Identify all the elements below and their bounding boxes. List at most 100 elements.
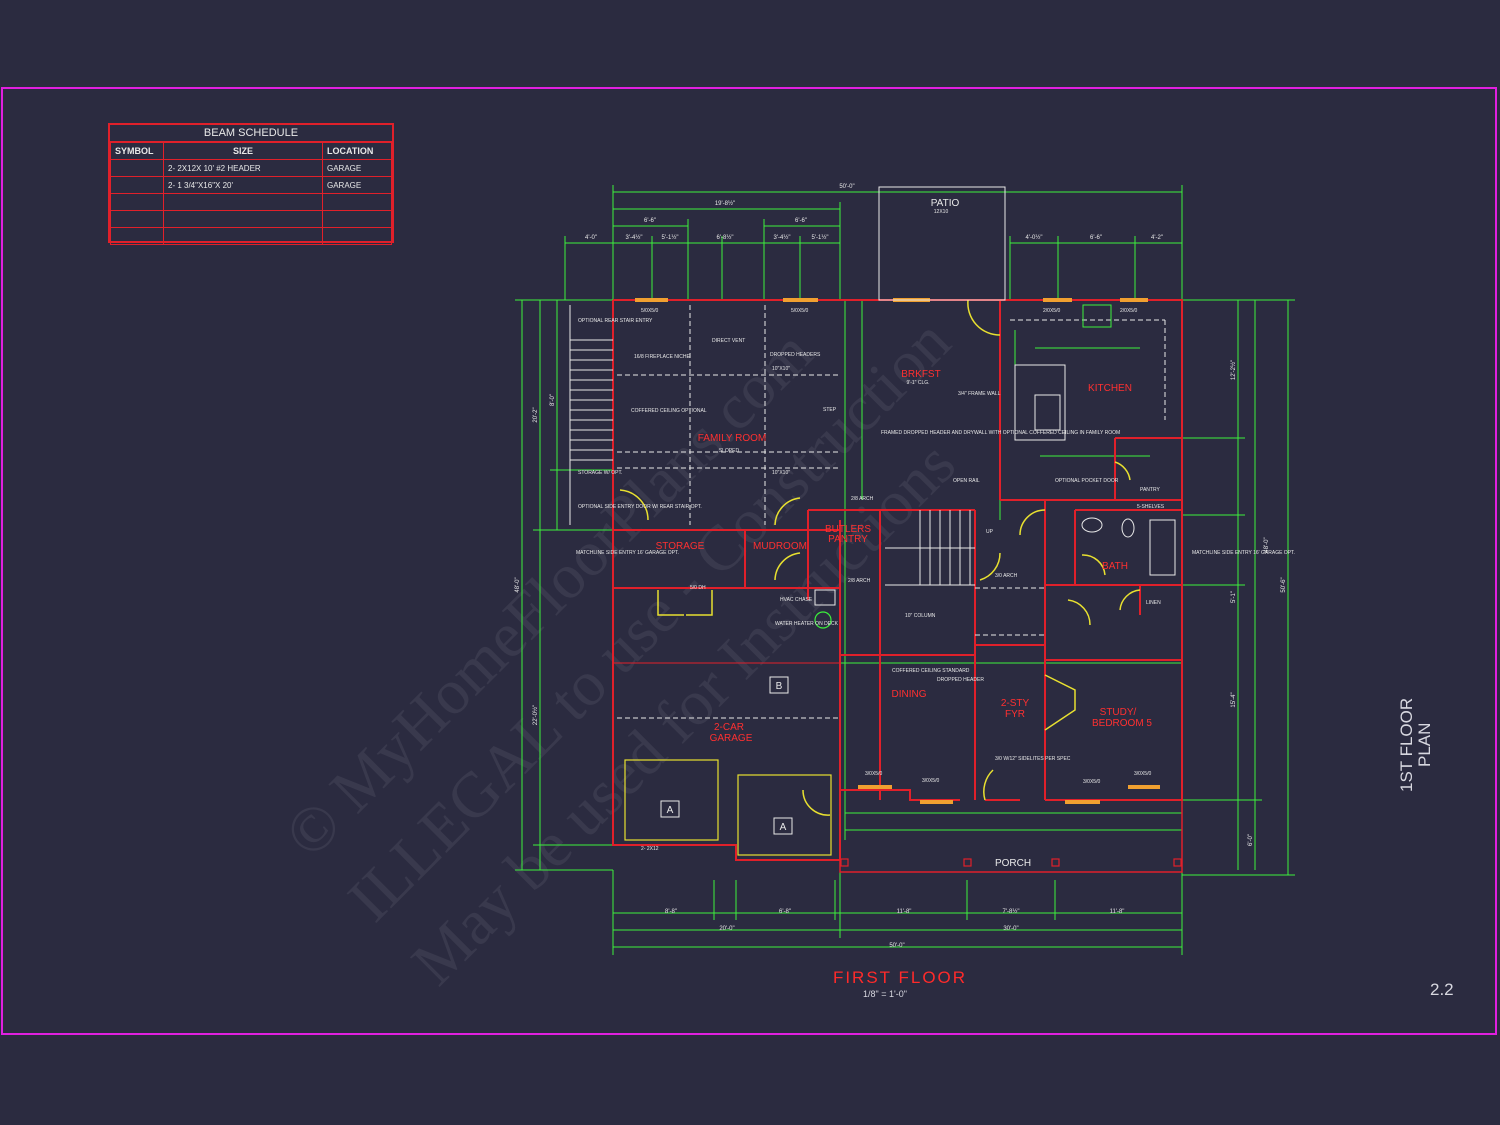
note-storage-opt: STORAGE W/ OPT. bbox=[578, 470, 622, 476]
dim-top-f: 5'-1½" bbox=[662, 234, 679, 241]
dim-top-b: 6'-6" bbox=[644, 218, 656, 224]
dim-bottom-c: 11'-8" bbox=[897, 909, 912, 915]
dim-bottom-a: 8'-8" bbox=[665, 909, 677, 915]
room-label-study: STUDY/ bbox=[1100, 707, 1137, 718]
dim-top-j: 4'-0½" bbox=[1026, 234, 1043, 241]
kitchen-sink bbox=[1034, 394, 1061, 431]
note-optional-pocket: OPTIONAL POCKET DOOR bbox=[1055, 478, 1119, 484]
window-label-5: 3/0X5/0 bbox=[865, 771, 882, 777]
porch-post bbox=[1173, 858, 1182, 867]
dimension-lines bbox=[515, 185, 1295, 955]
note-hvac-chase: HVAC CHASE bbox=[780, 597, 813, 603]
room-label-2sty: 2-STY bbox=[1001, 698, 1030, 709]
window-label-7: 3/0X5/0 bbox=[1083, 779, 1100, 785]
window-label-8: 3/0X5/0 bbox=[1134, 771, 1151, 777]
sheet-border bbox=[1, 87, 1497, 1035]
porch-post bbox=[1051, 858, 1060, 867]
bathtub bbox=[1149, 519, 1176, 576]
dim-right-d: 15'-4" bbox=[1231, 692, 1237, 707]
room-label-fyr: FYR bbox=[1005, 709, 1025, 720]
dim-left-overall: 48'-0" bbox=[515, 577, 521, 592]
room-label-brkfst: BRKFST bbox=[901, 369, 940, 380]
dim-top-g: 6'-8½" bbox=[717, 234, 734, 241]
dim-top-l: 4'-2" bbox=[1151, 235, 1163, 241]
beam-symbol-a2-box bbox=[773, 817, 793, 835]
note-direct-vent: DIRECT VENT bbox=[712, 338, 745, 344]
porch-post bbox=[963, 858, 972, 867]
dim-bottom-e: 11'-8" bbox=[1110, 909, 1125, 915]
dim-right-c: 5'-1" bbox=[1231, 591, 1237, 603]
drawing-scale: 1/8" = 1'-0" bbox=[863, 989, 907, 999]
room-label-dining: DINING bbox=[892, 689, 927, 700]
beam-schedule-title: BEAM SCHEDULE bbox=[110, 125, 392, 142]
table-row: 2- 1 3/4"X16"X 20' GARAGE bbox=[110, 176, 392, 194]
note-linen: LINEN bbox=[1146, 600, 1161, 606]
room-label-family-room: FAMILY ROOM bbox=[698, 433, 767, 444]
window-label-2: 5/0X5/0 bbox=[791, 308, 808, 314]
water-heater bbox=[814, 611, 832, 629]
beam-symbol-a-box bbox=[660, 800, 680, 818]
window-label-3: 2/0X5/0 bbox=[1043, 308, 1060, 314]
note-matchline-left: MATCHLINE SIDE ENTRY 16' GARAGE OPT. bbox=[576, 550, 679, 556]
note-10x10-a: 10"X10" bbox=[772, 366, 790, 372]
room-label-porch: PORCH bbox=[995, 858, 1031, 869]
dim-right-a: 48'-0" bbox=[1264, 537, 1270, 552]
dim-top-a: 19'-8½" bbox=[715, 200, 735, 207]
beam-location-cell bbox=[322, 227, 392, 245]
beam-symbol-b-box bbox=[769, 676, 789, 694]
patio-size: 12X10 bbox=[934, 209, 949, 215]
dim-left-c: 22'-0½" bbox=[532, 705, 539, 725]
note-arch-1: 2/8 ARCH bbox=[851, 496, 874, 502]
note-10-column: 10" COLUMN bbox=[905, 613, 936, 619]
room-label-pantry: PANTRY bbox=[828, 534, 868, 545]
windows bbox=[635, 298, 1160, 804]
dim-top-h: 3'-4½" bbox=[774, 234, 791, 241]
window-label-4: 2/0X5/0 bbox=[1120, 308, 1137, 314]
note-sidelites: 3/0 W/12" SIDELITES PER SPEC bbox=[995, 756, 1071, 762]
dim-left-b: 8'-0" bbox=[550, 394, 556, 406]
room-label-patio: PATIO bbox=[931, 198, 960, 209]
dim-bottom-d: 7'-8½" bbox=[1003, 908, 1020, 915]
beam-schedule-table: BEAM SCHEDULE SYMBOL SIZE LOCATION 2- 2X… bbox=[108, 123, 394, 245]
cooktop bbox=[1082, 304, 1112, 328]
dim-right-e: 6'-0" bbox=[1248, 834, 1254, 846]
room-label-2car: 2-CAR bbox=[714, 722, 744, 733]
note-optional-side-entry: OPTIONAL SIDE ENTRY DOOR W/ REAR STAIR O… bbox=[578, 504, 702, 510]
note-water-heater: WATER HEATER ON DECK bbox=[775, 621, 839, 627]
room-label-bedroom5: BEDROOM 5 bbox=[1092, 718, 1152, 729]
dim-top-overall: 50'-0" bbox=[839, 184, 854, 190]
dim-top-i: 5'-1½" bbox=[812, 234, 829, 241]
brkfst-ceiling: 9'-1" CLG. bbox=[906, 380, 929, 386]
dim-top-e: 3'-4½" bbox=[626, 234, 643, 241]
note-coffered-standard: COFFERED CEILING STANDARD bbox=[892, 668, 970, 674]
family-room-ceiling: SLOPED bbox=[719, 448, 740, 454]
dim-right-b: 12'-2½" bbox=[1230, 360, 1237, 380]
beam-symbol-a: A bbox=[667, 805, 674, 816]
dim-bottom-b: 6'-8" bbox=[779, 909, 791, 915]
note-optional-rear-stair: OPTIONAL REAR STAIR ENTRY bbox=[578, 318, 653, 324]
dim-top-k: 6'-6" bbox=[1090, 235, 1102, 241]
sheet-title: 1ST FLOOR PLAN bbox=[1397, 697, 1434, 793]
note-step: STEP bbox=[823, 407, 837, 413]
note-up: UP bbox=[986, 529, 994, 535]
beam-symbol-b: B bbox=[776, 681, 783, 692]
note-frame-wall: 3/4" FRAME WALL bbox=[958, 391, 1001, 397]
note-shelves: 5-SHELVES bbox=[1137, 504, 1165, 510]
bath-sink bbox=[1081, 517, 1103, 533]
ceiling-dashed-lines bbox=[617, 305, 1166, 719]
room-label-kitchen: KITCHEN bbox=[1088, 383, 1132, 394]
dim-bottom-left: 20'-0" bbox=[719, 926, 734, 932]
note-arch-3: 2/8 ARCH bbox=[848, 578, 871, 584]
dim-bottom-right: 30'-0" bbox=[1003, 926, 1018, 932]
stair-treads bbox=[569, 305, 975, 586]
note-dropped-headers: DROPPED HEADERS bbox=[770, 352, 821, 358]
beam-symbol-a2: A bbox=[780, 822, 787, 833]
note-beam-2x12: 2- 2X12 bbox=[641, 846, 659, 852]
room-label-butlers: BUTLERS bbox=[825, 524, 871, 535]
dim-left-a: 20'-2" bbox=[533, 407, 539, 422]
note-dropped-header: DROPPED HEADER bbox=[937, 677, 984, 683]
room-label-garage: GARAGE bbox=[710, 733, 753, 744]
dim-top-d: 4'-0" bbox=[585, 235, 597, 241]
note-pantry: PANTRY bbox=[1140, 487, 1160, 493]
